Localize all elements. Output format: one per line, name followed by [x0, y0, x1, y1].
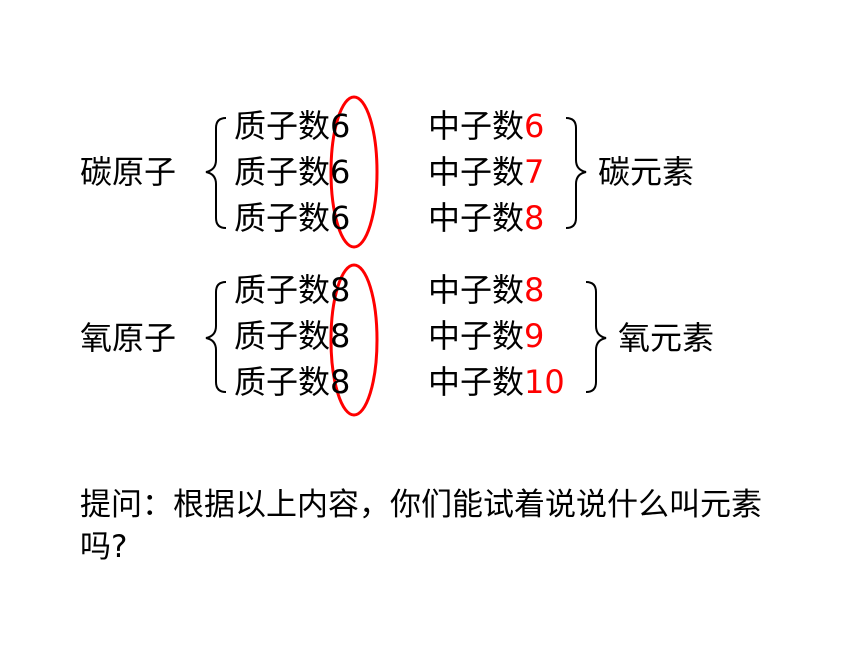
carbon-element-label: 碳元素	[598, 153, 695, 191]
neutron-value: 8	[524, 199, 545, 237]
oxygen-right-brace	[585, 281, 607, 393]
neutron-value: 10	[524, 363, 565, 401]
oxygen-row-3-proton: 质子数8	[234, 363, 351, 401]
neutron-value: 7	[524, 153, 545, 191]
neutron-value: 8	[524, 271, 545, 309]
carbon-row-2-proton: 质子数6	[234, 153, 351, 191]
neutron-value: 6	[524, 107, 545, 145]
carbon-row-1-proton: 质子数6	[234, 107, 351, 145]
oxygen-left-brace	[205, 281, 227, 393]
neutron-value: 9	[524, 317, 545, 355]
carbon-proton-ellipse	[329, 95, 379, 249]
oxygen-row-2-proton: 质子数8	[234, 317, 351, 355]
oxygen-atom-label: 氧原子	[80, 319, 177, 357]
carbon-row-3-proton: 质子数6	[234, 199, 351, 237]
oxygen-proton-ellipse	[329, 263, 379, 417]
carbon-atom-label: 碳原子	[80, 153, 177, 191]
oxygen-row-1-proton: 质子数8	[234, 271, 351, 309]
carbon-right-brace	[565, 117, 587, 229]
carbon-row-3-neutron: 中子数8	[428, 199, 545, 237]
carbon-row-2-neutron: 中子数7	[428, 153, 545, 191]
carbon-row-1-neutron: 中子数6	[428, 107, 545, 145]
oxygen-row-3-neutron: 中子数10	[428, 363, 565, 401]
oxygen-row-2-neutron: 中子数9	[428, 317, 545, 355]
carbon-left-brace	[205, 117, 227, 229]
question-text: 提问：根据以上内容，你们能试着说说什么叫元素吗?	[80, 487, 762, 565]
oxygen-row-1-neutron: 中子数8	[428, 271, 545, 309]
oxygen-element-label: 氧元素	[618, 319, 715, 357]
